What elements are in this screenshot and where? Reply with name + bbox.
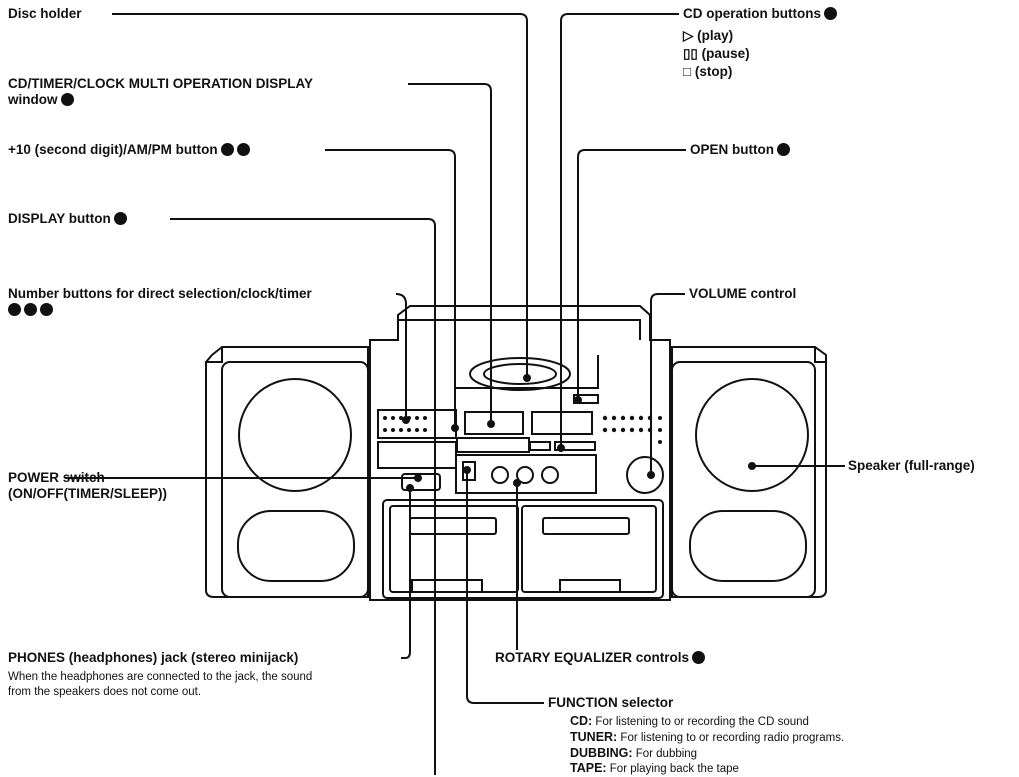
phones-note-line2: from the speakers does not come out. <box>8 686 202 698</box>
label-display-button: DISPLAY button <box>8 211 127 227</box>
label-open-button: OPEN button <box>690 142 790 158</box>
right-speaker <box>671 346 827 598</box>
leader-lines <box>65 13 845 775</box>
label-number-buttons: Number buttons for direct selection/cloc… <box>8 286 312 318</box>
phones-note-line1: When the headphones are connected to the… <box>8 671 313 683</box>
bullet-icon <box>220 143 234 156</box>
bullet-icon <box>777 143 790 156</box>
left-speaker <box>205 346 369 598</box>
cd-play-label: ▷ (play) <box>683 28 734 43</box>
bullet-icon <box>236 143 250 156</box>
label-rotary-equalizer: ROTARY EQUALIZER controls <box>495 650 706 666</box>
label-function-selector: FUNCTION selector <box>548 695 674 710</box>
label-power-switch: POWER switch (ON/OFF(TIMER/SLEEP)) <box>8 470 167 501</box>
fn-cd-line: CD: For listening to or recording the CD… <box>570 714 809 728</box>
button-dots <box>383 415 662 444</box>
label-cd-operation: CD operation buttons <box>683 6 837 22</box>
bullet-icon <box>24 303 37 316</box>
bullet-icon <box>40 303 53 316</box>
label-speaker: Speaker (full-range) <box>848 458 975 473</box>
bullet-icon <box>60 93 74 106</box>
cd-pause-label: ▯▯ (pause) <box>683 46 750 61</box>
fn-tuner-line: TUNER: For listening to or recording rad… <box>570 730 845 744</box>
cd-stop-label: □ (stop) <box>683 64 733 79</box>
label-cd-timer-display: CD/TIMER/CLOCK MULTI OPERATION DISPLAY w… <box>8 76 314 107</box>
bullet-icon <box>692 651 706 664</box>
center-unit <box>369 305 671 601</box>
label-disc-holder: Disc holder <box>8 6 82 21</box>
label-plus10-button: +10 (second digit)/AM/PM button <box>8 142 250 158</box>
bullet-icon <box>8 303 21 316</box>
bullet-icon <box>113 212 127 225</box>
label-phones-jack: PHONES (headphones) jack (stereo minijac… <box>8 650 299 665</box>
label-volume-control: VOLUME control <box>689 286 797 301</box>
fn-tape-line: TAPE: For playing back the tape <box>570 761 739 775</box>
fn-dubbing-line: DUBBING: For dubbing <box>570 746 698 760</box>
bullet-icon <box>824 7 837 20</box>
